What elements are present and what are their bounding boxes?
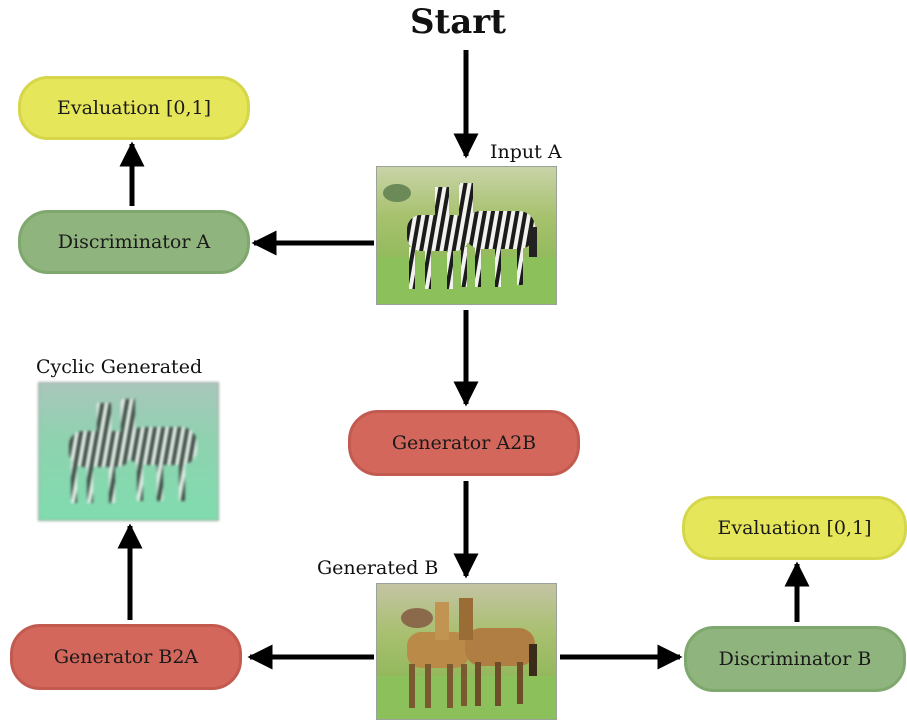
generated-b-image <box>376 583 557 720</box>
input-a-label: Input A <box>490 141 562 163</box>
cyclic-generated-label: Cyclic Generated <box>36 356 203 378</box>
cyclic-generated-image <box>38 382 219 521</box>
start-label: Start <box>410 2 506 42</box>
generator-b2a-node: Generator B2A <box>10 624 242 690</box>
evaluation-b-node: Evaluation [0,1] <box>682 496 907 560</box>
input-a-image <box>376 166 557 305</box>
evaluation-a-node: Evaluation [0,1] <box>18 76 250 140</box>
discriminator-a-node: Discriminator A <box>18 210 250 274</box>
generated-b-label: Generated B <box>317 557 439 579</box>
discriminator-b-node: Discriminator B <box>684 626 906 692</box>
generator-a2b-node: Generator A2B <box>348 410 580 476</box>
